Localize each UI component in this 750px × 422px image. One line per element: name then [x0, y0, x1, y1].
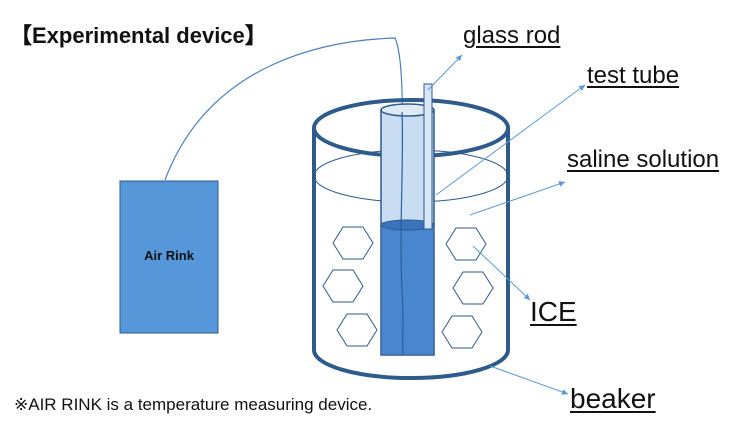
glass-rod: [423, 83, 433, 230]
diagram-title: 【Experimental device】: [10, 23, 267, 48]
ice-cube: [445, 227, 487, 261]
label-saline-solution: saline solution: [567, 146, 720, 173]
beaker-body: [312, 128, 510, 380]
air-rink-label: Air Rink: [144, 248, 194, 263]
tube-liquid: [380, 224, 435, 356]
arrow-beaker: [489, 365, 569, 395]
arrow-test-tube: [435, 84, 586, 196]
ice-cube: [322, 269, 364, 303]
ice-cube: [452, 271, 494, 305]
label-beaker: beaker: [570, 383, 656, 414]
label-ice: ICE: [530, 296, 577, 327]
sensor-probe: [400, 111, 404, 356]
footnote: ※AIR RINK is a temperature measuring dev…: [14, 395, 373, 414]
label-test-tube: test tube: [587, 62, 680, 89]
ice-cube: [441, 315, 483, 349]
ice-cube: [336, 313, 378, 347]
leader-arrows: [427, 54, 586, 395]
arrow-ice: [472, 245, 531, 301]
ice-cubes: [322, 226, 494, 349]
arrow-glass-rod: [427, 54, 463, 91]
arrow-saline: [469, 181, 566, 216]
ice-cube: [332, 226, 374, 260]
label-glass-rod: glass rod: [463, 22, 561, 49]
air-rink-device: [119, 180, 219, 334]
